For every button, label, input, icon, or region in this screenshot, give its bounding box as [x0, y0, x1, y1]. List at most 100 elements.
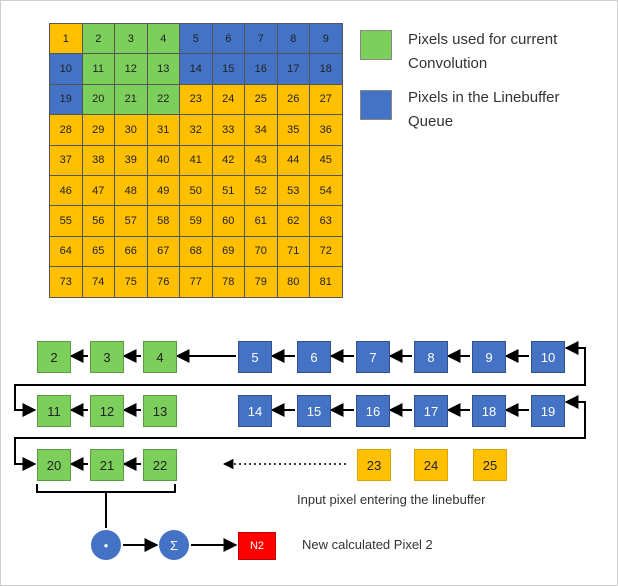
linebuffer-blue-pixel: 6 — [297, 341, 331, 373]
linebuffer-blue-pixel: 17 — [414, 395, 448, 427]
grid-cell: 23 — [180, 84, 213, 116]
linebuffer-blue-pixel: 8 — [414, 341, 448, 373]
output-caption: New calculated Pixel 2 — [302, 537, 433, 552]
grid-cell: 3 — [115, 24, 148, 55]
grid-cell: 8 — [277, 24, 310, 55]
grid-cell: 55 — [50, 206, 83, 237]
grid-cell: 45 — [310, 145, 343, 176]
legend-green-label: Pixels used for current Convolution — [408, 31, 558, 72]
linebuffer-green-pixel: 13 — [143, 395, 177, 427]
grid-cell: 63 — [310, 206, 343, 237]
grid-cell: 9 — [310, 24, 343, 55]
incoming-pixel: 23 — [357, 449, 391, 481]
grid-cell: 32 — [180, 115, 213, 146]
grid-cell: 4 — [147, 24, 180, 55]
sum-node: Σ — [159, 530, 189, 560]
grid-cell: 58 — [147, 206, 180, 237]
linebuffer-blue-pixel: 9 — [472, 341, 506, 373]
grid-cell: 71 — [277, 236, 310, 268]
grid-cell: 41 — [180, 145, 213, 176]
linebuffer-blue-pixel: 19 — [531, 395, 565, 427]
grid-cell: 30 — [115, 115, 148, 146]
grid-cell: 47 — [82, 175, 115, 207]
grid-cell: 66 — [115, 236, 148, 268]
linebuffer-blue-pixel: 18 — [472, 395, 506, 427]
grid-cell: 11 — [82, 54, 115, 85]
grid-cell: 81 — [310, 267, 343, 298]
grid-cell: 60 — [212, 206, 245, 237]
grid-cell: 51 — [212, 175, 245, 207]
grid-cell: 40 — [147, 145, 180, 176]
grid-cell: 5 — [180, 24, 213, 55]
linebuffer-blue-pixel: 15 — [297, 395, 331, 427]
grid-cell: 20 — [82, 84, 115, 116]
legend-green-swatch — [360, 30, 392, 60]
grid-cell: 1 — [50, 24, 83, 55]
grid-cell: 21 — [115, 84, 148, 116]
grid-cell: 52 — [245, 175, 278, 207]
legend-blue-label: Pixels in the Linebuffer Queue — [408, 89, 560, 130]
linebuffer-green-pixel: 20 — [37, 449, 71, 481]
connector-line — [36, 484, 176, 493]
grid-cell: 61 — [245, 206, 278, 237]
grid-cell: 28 — [50, 115, 83, 146]
grid-cell: 33 — [212, 115, 245, 146]
linebuffer-blue-pixel: 7 — [356, 341, 390, 373]
grid-cell: 24 — [212, 84, 245, 116]
grid-cell: 67 — [147, 236, 180, 268]
incoming-pixel: 24 — [414, 449, 448, 481]
connector-line — [564, 395, 586, 413]
grid-cell: 79 — [245, 267, 278, 298]
grid-cell: 78 — [212, 267, 245, 298]
linebuffer-blue-pixel: 14 — [238, 395, 272, 427]
grid-cell: 65 — [82, 236, 115, 268]
grid-cell: 6 — [212, 24, 245, 55]
grid-cell: 19 — [50, 84, 83, 116]
grid-cell: 34 — [245, 115, 278, 146]
grid-cell: 29 — [82, 115, 115, 146]
grid-cell: 54 — [310, 175, 343, 207]
grid-cell: 15 — [212, 54, 245, 85]
grid-cell: 62 — [277, 206, 310, 237]
grid-cell: 10 — [50, 54, 83, 85]
linebuffer-green-pixel: 2 — [37, 341, 71, 373]
grid-cell: 59 — [180, 206, 213, 237]
grid-cell: 57 — [115, 206, 148, 237]
grid-cell: 43 — [245, 145, 278, 176]
grid-cell: 56 — [82, 206, 115, 237]
grid-cell: 35 — [277, 115, 310, 146]
grid-cell: 14 — [180, 54, 213, 85]
grid-cell: 42 — [212, 145, 245, 176]
grid-cell: 77 — [180, 267, 213, 298]
grid-cell: 76 — [147, 267, 180, 298]
grid-cell: 26 — [277, 84, 310, 116]
grid-cell: 44 — [277, 145, 310, 176]
input-caption: Input pixel entering the linebuffer — [297, 492, 486, 507]
linebuffer-green-pixel: 4 — [143, 341, 177, 373]
grid-cell: 36 — [310, 115, 343, 146]
grid-cell: 27 — [310, 84, 343, 116]
linebuffer-green-pixel: 3 — [90, 341, 124, 373]
grid-cell: 69 — [212, 236, 245, 268]
multiply-node: • — [91, 530, 121, 560]
grid-cell: 7 — [245, 24, 278, 55]
grid-cell: 2 — [82, 24, 115, 55]
linebuffer-blue-pixel: 10 — [531, 341, 565, 373]
grid-cell: 50 — [180, 175, 213, 207]
grid-cell: 46 — [50, 175, 83, 207]
legend-blue-swatch — [360, 90, 392, 120]
grid-cell: 68 — [180, 236, 213, 268]
linebuffer-blue-pixel: 16 — [356, 395, 390, 427]
grid-cell: 13 — [147, 54, 180, 85]
grid-cell: 39 — [115, 145, 148, 176]
grid-cell: 48 — [115, 175, 148, 207]
connector-line — [14, 360, 586, 417]
grid-cell: 38 — [82, 145, 115, 176]
linebuffer-blue-pixel: 5 — [238, 341, 272, 373]
grid-cell: 31 — [147, 115, 180, 146]
grid-cell: 75 — [115, 267, 148, 298]
grid-cell: 22 — [147, 84, 180, 116]
grid-cell: 18 — [310, 54, 343, 85]
grid-cell: 12 — [115, 54, 148, 85]
